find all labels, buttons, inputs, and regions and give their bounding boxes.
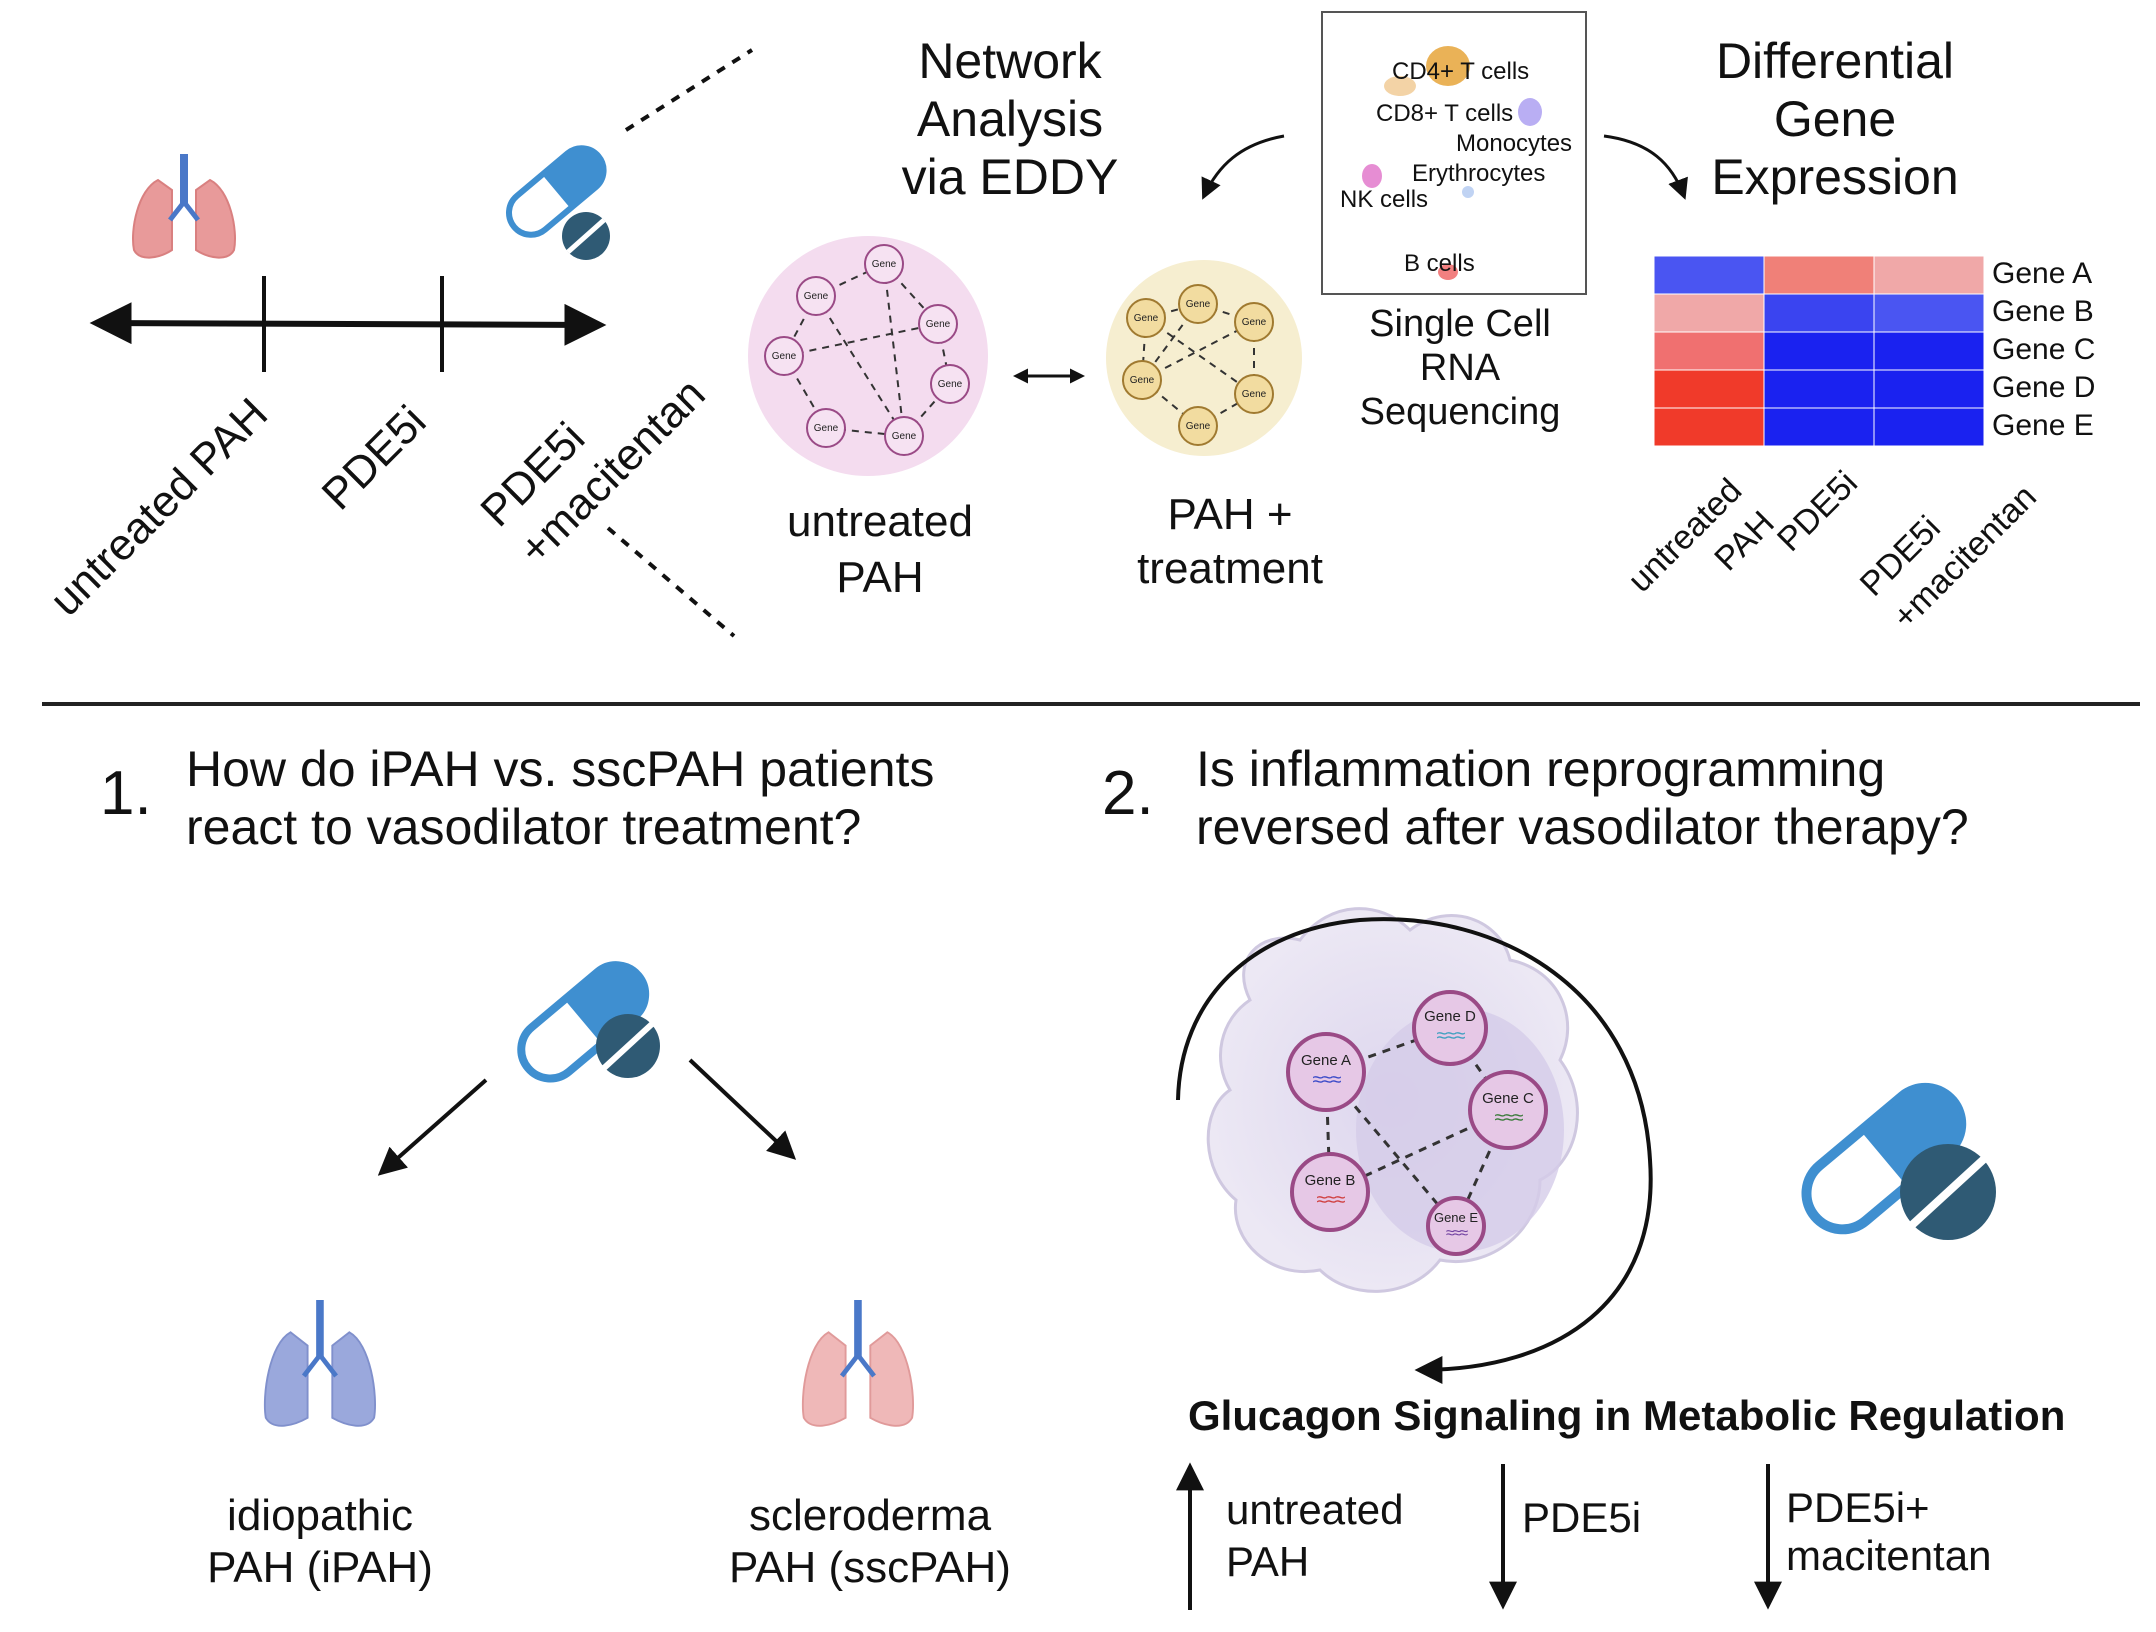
umap-label-nk: NK cells xyxy=(1340,186,1429,213)
arrow-to-network xyxy=(1201,134,1285,200)
network-node-treated: Gene xyxy=(1178,406,1218,446)
cycle-arrow xyxy=(1176,917,1653,1384)
heatmap-cell xyxy=(1763,369,1875,409)
network-node-untreated: Gene xyxy=(884,416,924,456)
network-node-treated: Gene xyxy=(1126,298,1166,338)
question-2-text: Is inflammation reprogramming reversed a… xyxy=(1196,741,1969,855)
gene-node: Gene E≈≈≈ xyxy=(1426,1196,1486,1256)
dge-gene-label: Gene E xyxy=(1992,409,2094,442)
dna-icon: ≈≈≈ xyxy=(1312,1069,1342,1091)
gene-node-label: Gene B xyxy=(1304,1172,1356,1189)
umap-label-cd8: CD8+ T cells xyxy=(1376,100,1514,127)
network-node-untreated: Gene xyxy=(864,244,904,284)
network-node-treated: Gene xyxy=(1122,360,1162,400)
network-treated-label: PAH + treatment xyxy=(1137,490,1323,593)
dge-gene-label: Gene B xyxy=(1992,295,2094,328)
heatmap-cell xyxy=(1653,255,1765,295)
dge-heatmap xyxy=(1653,255,1985,447)
dge-gene-label: Gene A xyxy=(1992,257,2093,290)
heatmap-cell xyxy=(1873,369,1985,409)
umap-label-erythrocytes: Erythrocytes xyxy=(1412,160,1546,187)
heatmap-cell xyxy=(1873,331,1985,371)
heatmap-cell xyxy=(1653,293,1765,333)
question-2-number: 2. xyxy=(1102,759,1154,828)
dge-title: Differential Gene Expression xyxy=(1711,33,1959,205)
network-untreated-label: untreated PAH xyxy=(787,497,973,602)
heatmap-cell xyxy=(1763,255,1875,295)
direction-label-pde5i-mac: PDE5i+ macitentan xyxy=(1786,1484,1992,1579)
lungs-icon xyxy=(263,1300,376,1427)
dge-gene-label: Gene D xyxy=(1992,371,2096,404)
umap-clusters xyxy=(1362,46,1542,280)
network-node-untreated: Gene xyxy=(930,364,970,404)
heatmap-cell xyxy=(1873,255,1985,295)
dna-icon: ≈≈≈ xyxy=(1316,1189,1346,1211)
direction-label-untreated: untreated PAH xyxy=(1226,1486,1404,1585)
ipah-label: idiopathic PAH (iPAH) xyxy=(207,1491,433,1592)
heatmap-cell xyxy=(1763,407,1875,447)
gene-node: Gene B≈≈≈ xyxy=(1290,1152,1370,1232)
gene-node: Gene D≈≈≈ xyxy=(1412,990,1488,1066)
heatmap-cell xyxy=(1763,293,1875,333)
scrna-caption: Single Cell RNA Sequencing xyxy=(1359,303,1561,433)
gene-node: Gene A≈≈≈ xyxy=(1286,1032,1366,1112)
gene-node-label: Gene E xyxy=(1433,1209,1479,1225)
tablet-icon xyxy=(1900,1144,1996,1240)
timeline-axis xyxy=(89,302,607,346)
question-1-text: How do iPAH vs. sscPAH patients react to… xyxy=(186,741,935,855)
heatmap-cell xyxy=(1653,369,1765,409)
dge-gene-label: Gene C xyxy=(1992,333,2096,366)
gene-node-label: Gene A xyxy=(1300,1052,1352,1069)
dna-icon: ≈≈≈ xyxy=(1445,1224,1468,1242)
arrow-to-ipah xyxy=(377,1078,488,1176)
network-node-treated: Gene xyxy=(1234,302,1274,342)
heatmap-cell xyxy=(1873,407,1985,447)
lungs-icon xyxy=(801,1300,914,1427)
question-1-number: 1. xyxy=(100,759,152,828)
pill-icon xyxy=(506,145,607,238)
heatmap-cell xyxy=(1653,331,1765,371)
network-title: Network Analysis via EDDY xyxy=(901,33,1119,205)
sscpah-label: scleroderma PAH (sscPAH) xyxy=(729,1491,1011,1592)
tablet-icon xyxy=(562,212,610,260)
network-node-untreated: Gene xyxy=(806,408,846,448)
heatmap-cell xyxy=(1653,407,1765,447)
cell-nucleus xyxy=(1356,1008,1564,1252)
gene-node: Gene C≈≈≈ xyxy=(1468,1070,1548,1150)
lungs-icon xyxy=(132,154,236,259)
umap-label-bcells: B cells xyxy=(1404,250,1475,277)
network-node-treated: Gene xyxy=(1178,284,1218,324)
direction-label-pde5i: PDE5i xyxy=(1522,1494,1642,1541)
network-node-untreated: Gene xyxy=(918,304,958,344)
gene-node-label: Gene D xyxy=(1424,1008,1476,1025)
arrow-to-dge xyxy=(1603,134,1688,200)
gene-node-label: Gene C xyxy=(1482,1090,1534,1107)
network-node-untreated: Gene xyxy=(764,336,804,376)
heatmap-cell xyxy=(1763,331,1875,371)
pathway-title: Glucagon Signaling in Metabolic Regulati… xyxy=(1188,1392,2066,1439)
dna-icon: ≈≈≈ xyxy=(1436,1025,1466,1047)
heatmap-cell xyxy=(1873,293,1985,333)
network-node-untreated: Gene xyxy=(796,276,836,316)
umap-label-monocytes: Monocytes xyxy=(1456,130,1573,157)
network-node-treated: Gene xyxy=(1234,374,1274,414)
umap-label-cd4: CD4+ T cells xyxy=(1392,58,1530,85)
tablet-icon xyxy=(596,1014,660,1078)
arrow-to-sscpah xyxy=(688,1058,797,1160)
dna-icon: ≈≈≈ xyxy=(1494,1107,1524,1129)
